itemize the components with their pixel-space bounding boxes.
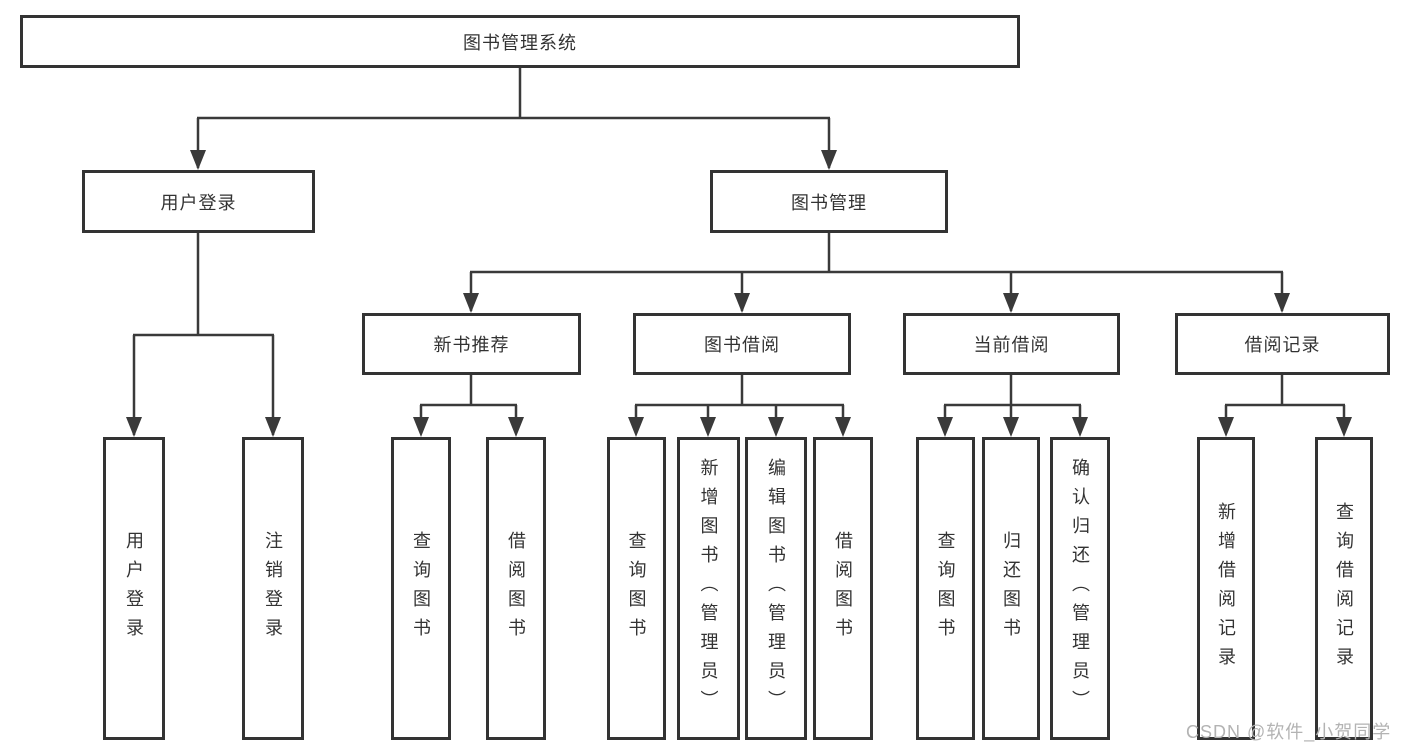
arrowhead [1072, 417, 1088, 437]
leaf-borrow-books-1-label: 借阅图书 [506, 530, 526, 647]
arrowhead [126, 417, 142, 437]
node-current-borrowing: 当前借阅 [903, 313, 1120, 375]
arrowhead [628, 417, 644, 437]
arrowhead [463, 293, 479, 313]
arrowhead [1218, 417, 1234, 437]
connector-new-books-to-leaves [413, 375, 524, 437]
connector-current-borrowing-to-leaves [937, 375, 1088, 437]
node-library-system: 图书管理系统 [20, 15, 1020, 68]
arrowhead [1336, 417, 1352, 437]
node-borrowing-records: 借阅记录 [1175, 313, 1390, 375]
arrowhead [1274, 293, 1290, 313]
arrowhead [821, 150, 837, 170]
leaf-edit-book-admin-label: 编辑图书（管理员） [766, 458, 786, 719]
leaf-query-books-2-label: 查询图书 [626, 530, 647, 647]
leaf-confirm-return-admin: 确认归还（管理员） [1050, 437, 1110, 740]
leaf-return-books: 归还图书 [982, 437, 1040, 740]
connector-book-management-to-level3 [463, 233, 1290, 313]
arrowhead [508, 417, 524, 437]
leaf-return-books-label: 归还图书 [1001, 530, 1021, 647]
leaf-borrow-books-2-label: 借阅图书 [833, 530, 853, 647]
leaf-add-book-admin: 新增图书（管理员） [677, 437, 740, 740]
node-user-login: 用户登录 [82, 170, 315, 233]
csdn-watermark: CSDN @软件_小贺同学 [1186, 722, 1392, 742]
node-book-management: 图书管理 [710, 170, 948, 233]
node-new-book-recommend: 新书推荐 [362, 313, 581, 375]
leaf-add-book-admin-label: 新增图书（管理员） [698, 458, 719, 719]
node-book-borrowing-label: 图书借阅 [704, 335, 780, 355]
arrowhead [1003, 293, 1019, 313]
arrowhead [768, 417, 784, 437]
node-book-borrowing: 图书借阅 [633, 313, 851, 375]
leaf-edit-book-admin: 编辑图书（管理员） [745, 437, 807, 740]
arrowhead [1003, 417, 1019, 437]
leaf-query-borrow-record: 查询借阅记录 [1315, 437, 1373, 740]
connector-book-borrowing-to-leaves [628, 375, 851, 437]
leaf-confirm-return-admin-label: 确认归还（管理员） [1070, 458, 1090, 719]
node-borrowing-records-label: 借阅记录 [1244, 335, 1321, 355]
node-user-login-label: 用户登录 [160, 192, 237, 213]
arrowhead [700, 417, 716, 437]
arrowhead [413, 417, 429, 437]
leaf-borrow-books-2: 借阅图书 [813, 437, 873, 740]
node-new-book-recommend-label: 新书推荐 [433, 335, 510, 355]
arrowhead [734, 293, 750, 313]
arrowhead [190, 150, 206, 170]
connector-user-login-to-leaves [126, 233, 281, 437]
node-book-management-label: 图书管理 [791, 192, 867, 213]
connector-borrowing-records-to-leaves [1218, 375, 1352, 437]
leaf-logout-label: 注销登录 [263, 530, 283, 647]
leaf-query-books-2: 查询图书 [607, 437, 666, 740]
leaf-add-borrow-record: 新增借阅记录 [1197, 437, 1255, 740]
leaf-borrow-books-1: 借阅图书 [486, 437, 546, 740]
node-library-system-label: 图书管理系统 [463, 32, 577, 53]
node-current-borrowing-label: 当前借阅 [973, 335, 1050, 355]
leaf-query-books-1-label: 查询图书 [411, 530, 431, 647]
leaf-query-books-3: 查询图书 [916, 437, 975, 740]
connector-root-to-level2 [190, 68, 837, 170]
leaf-user-login-label: 用户登录 [124, 530, 144, 647]
leaf-query-books-3-label: 查询图书 [935, 530, 956, 647]
leaf-logout: 注销登录 [242, 437, 304, 740]
leaf-user-login: 用户登录 [103, 437, 165, 740]
leaf-query-books-1: 查询图书 [391, 437, 451, 740]
arrowhead [937, 417, 953, 437]
leaf-add-borrow-record-label: 新增借阅记录 [1216, 501, 1236, 676]
leaf-query-borrow-record-label: 查询借阅记录 [1334, 501, 1354, 676]
arrowhead [265, 417, 281, 437]
arrowhead [835, 417, 851, 437]
